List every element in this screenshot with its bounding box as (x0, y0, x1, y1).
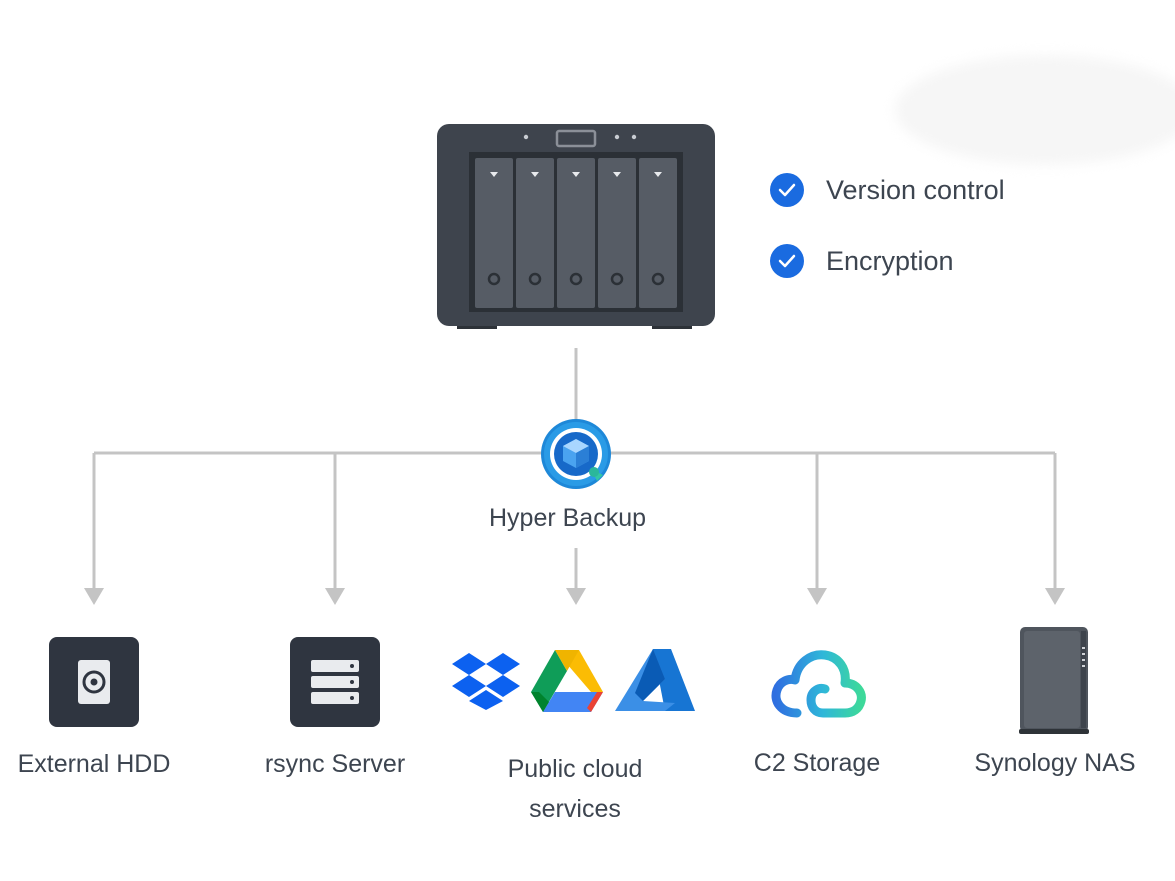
checkmark-circle-icon (770, 244, 804, 278)
nas-1-bay-icon (1019, 627, 1089, 734)
hyper-backup-icon (541, 419, 611, 489)
label-line: services (529, 795, 621, 823)
destination-label-public-cloud: Public cloud services (470, 749, 680, 829)
google-drive-icon (531, 650, 603, 712)
feature-version-control: Version control (770, 173, 1005, 207)
hard-drive-icon (49, 637, 139, 727)
checkmark-circle-icon (770, 173, 804, 207)
label-line: Public cloud (507, 755, 643, 783)
feature-label: Version control (826, 174, 1005, 205)
c2-cloud-icon (771, 650, 866, 718)
destination-label: C2 Storage (753, 749, 881, 777)
azure-icon (615, 649, 695, 711)
server-icon (290, 637, 380, 727)
dropbox-icon (452, 653, 520, 710)
background-blob (895, 55, 1175, 165)
destination-label: External HDD (17, 750, 171, 778)
nas-5-bay-icon (437, 124, 715, 329)
feature-encryption: Encryption (770, 244, 954, 278)
destination-label: rsync Server (264, 750, 406, 778)
destination-label: Synology NAS (974, 749, 1136, 777)
feature-label: Encryption (826, 245, 954, 276)
hub-label: Hyper Backup (489, 504, 647, 532)
